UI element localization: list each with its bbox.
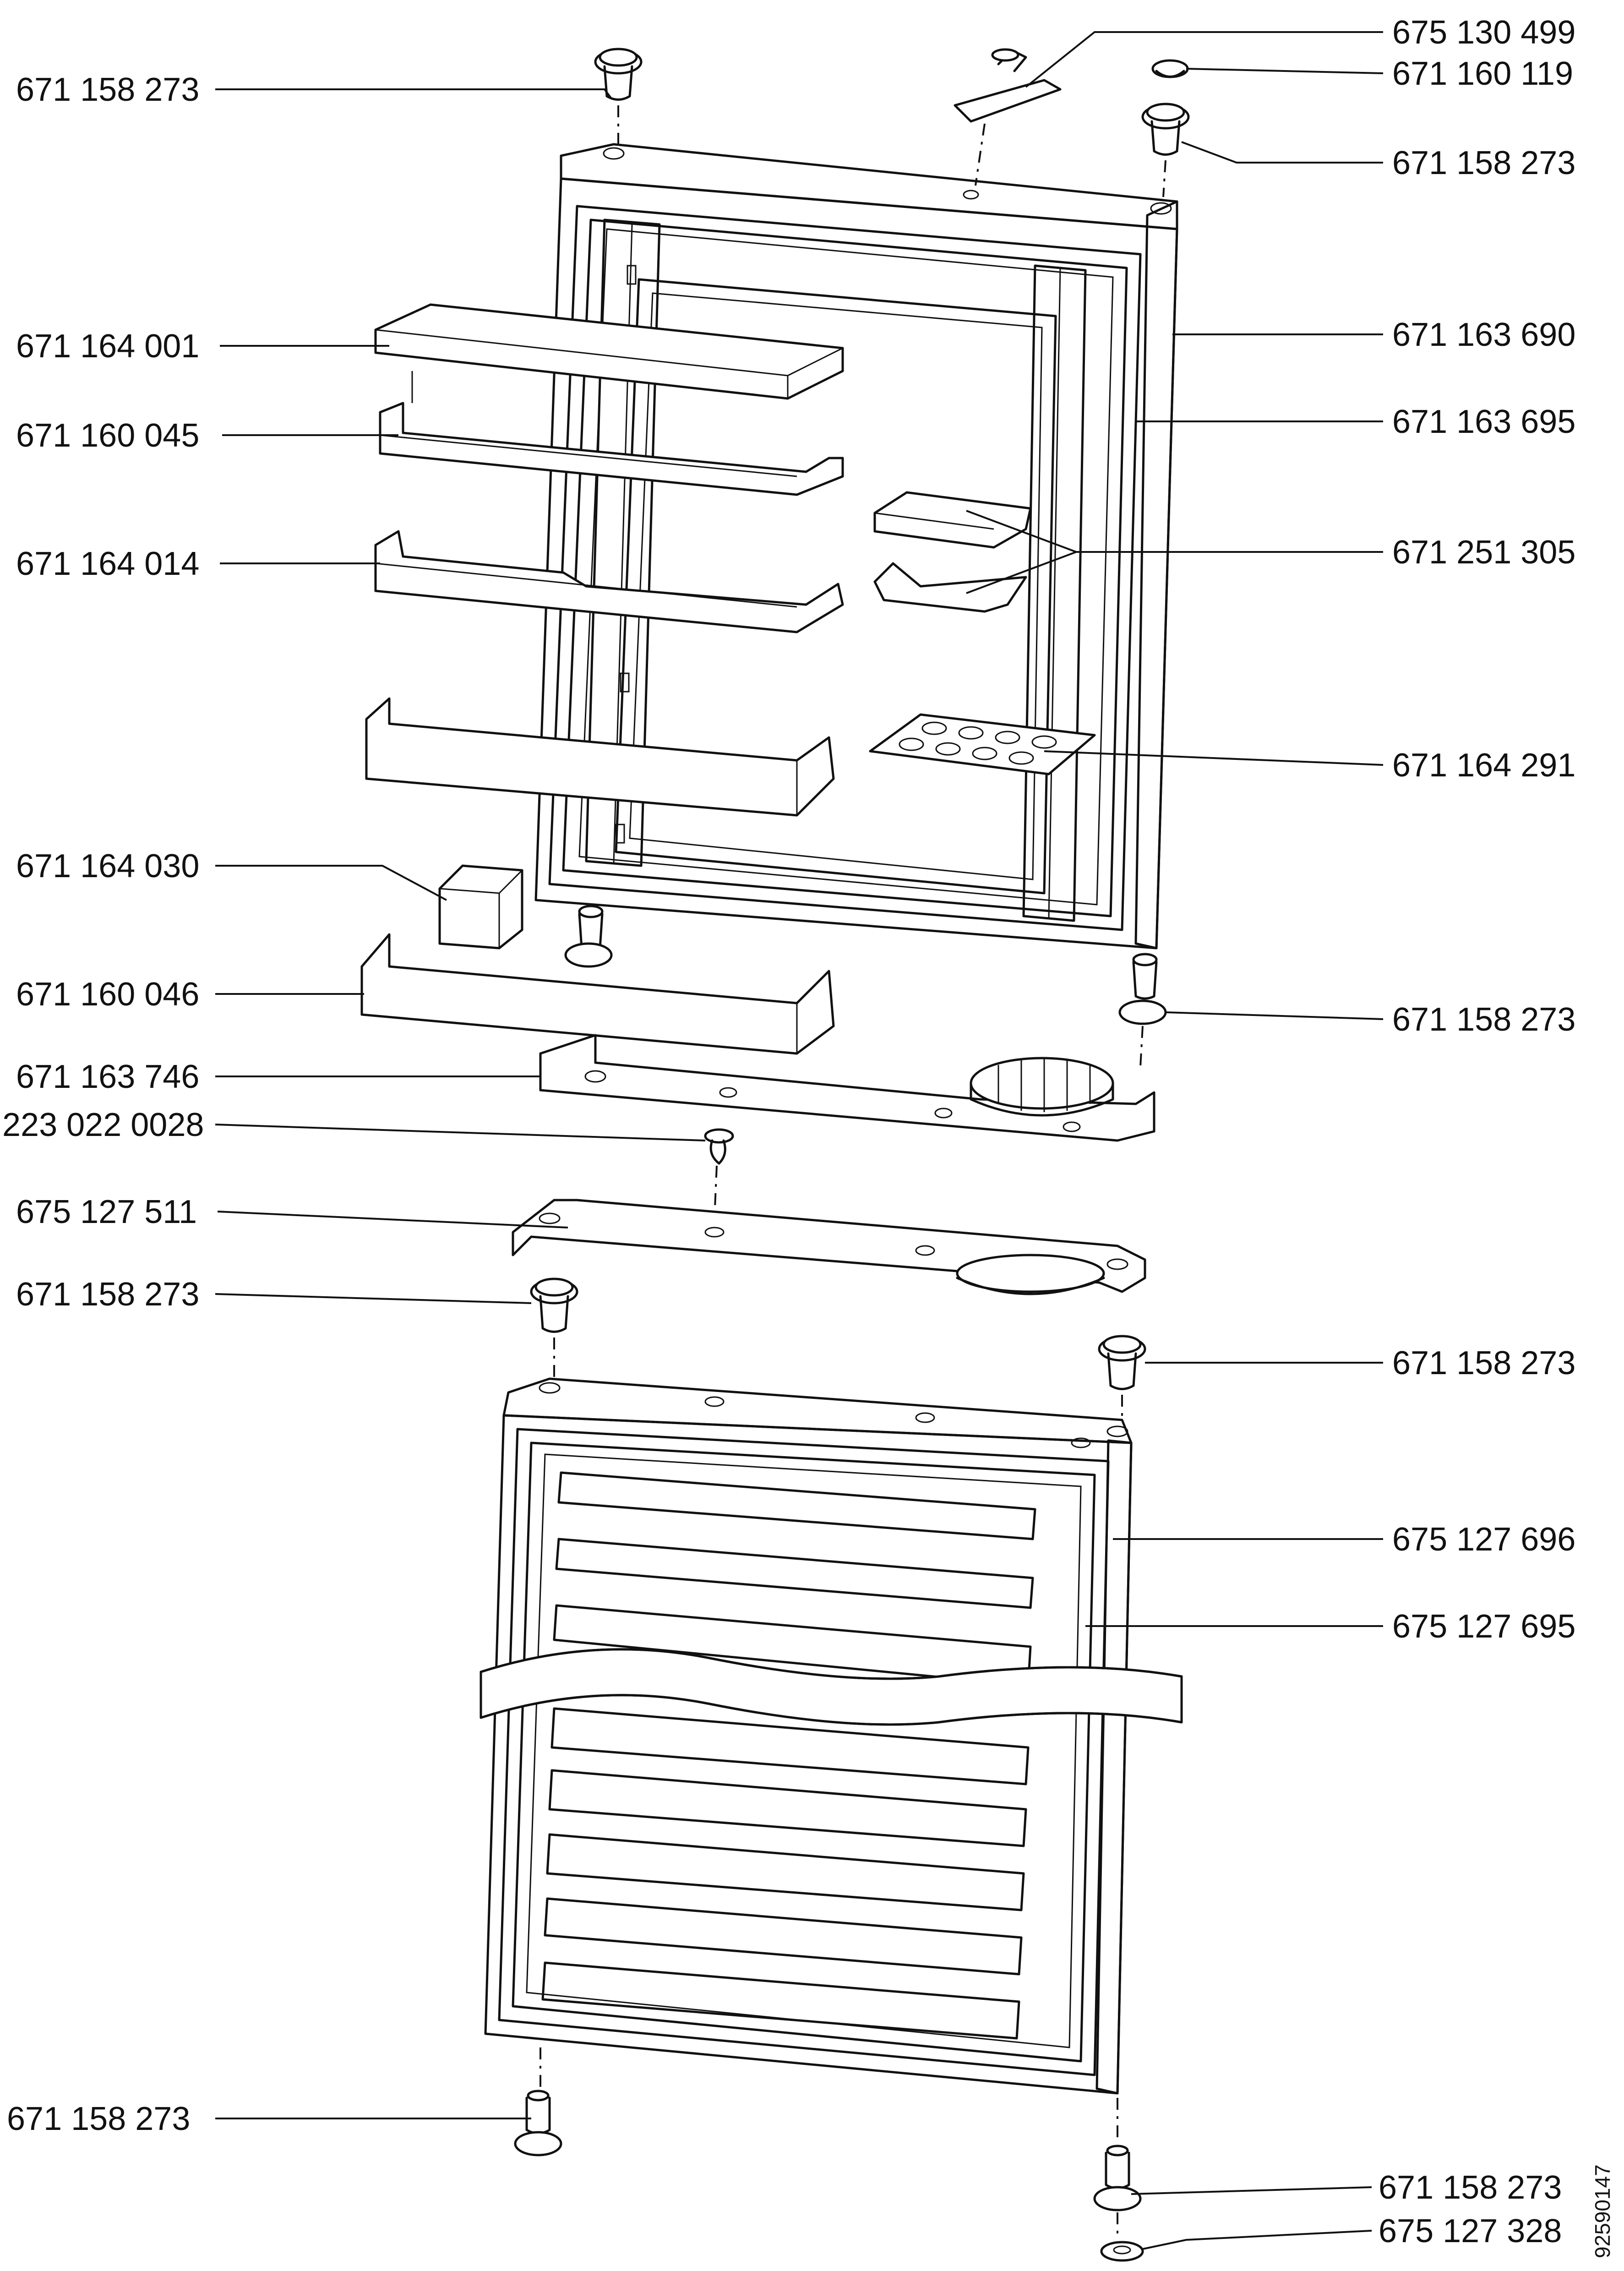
part-label: 675 127 328 <box>1379 2213 1562 2249</box>
butter-dish <box>873 562 1027 613</box>
shelf-bottom <box>360 933 835 1055</box>
part-label: 675 127 696 <box>1392 1521 1575 1558</box>
butter-lid <box>873 491 1032 549</box>
hinge-pin-top-left <box>594 48 643 101</box>
washer-bottom <box>1100 2241 1144 2262</box>
freezer-door-gasket <box>498 1428 1110 2076</box>
hinge-pin-lower-left <box>530 1277 578 1333</box>
part-label: 671 160 046 <box>16 976 199 1013</box>
freezer-door-ribs <box>541 1471 1036 2040</box>
screw <box>704 1128 734 1165</box>
part-label: 675 130 499 <box>1392 14 1575 51</box>
part-label: 671 251 305 <box>1392 534 1575 571</box>
part-labels: 671 158 273 675 130 499 671 160 119 671 … <box>2 14 1614 2258</box>
part-label: 671 164 030 <box>16 848 199 884</box>
part-label: 671 163 690 <box>1392 317 1575 353</box>
hinge-bracket-top <box>954 48 1062 123</box>
shelf-large <box>365 697 835 817</box>
center-plate-upper <box>539 1034 1155 1142</box>
part-label: 671 158 273 <box>7 2101 190 2137</box>
drawing-code: 92590147 <box>1591 2164 1614 2258</box>
part-label: 675 127 511 <box>16 1194 197 1230</box>
part-label: 671 158 273 <box>1379 2169 1562 2206</box>
break-line <box>480 1648 1183 1726</box>
part-label: 671 164 014 <box>16 546 199 582</box>
small-box <box>438 864 523 950</box>
part-label: 671 158 273 <box>1392 145 1575 181</box>
part-label: 675 127 695 <box>1392 1608 1575 1645</box>
shelf-lid <box>374 303 844 400</box>
fridge-door-gasket <box>548 205 1142 931</box>
part-label: 671 160 045 <box>16 417 199 454</box>
part-label: 671 164 291 <box>1392 747 1575 784</box>
shelf-bottle-upper <box>379 371 844 496</box>
part-label: 671 158 273 <box>1392 1345 1575 1381</box>
egg-tray <box>869 713 1096 775</box>
cap-top-right <box>1151 59 1189 78</box>
fridge-door-outer-panel <box>534 143 1178 950</box>
part-label: 671 163 695 <box>1392 404 1575 440</box>
part-label: 223 022 0028 <box>2 1107 204 1143</box>
leader-lines <box>215 31 1384 2250</box>
part-label: 671 160 119 <box>1392 55 1573 92</box>
hinge-pin-bottom-right <box>1093 2145 1142 2211</box>
hinge-pin-top-right <box>1141 103 1190 156</box>
freezer-door-outer-panel <box>484 1377 1133 2095</box>
part-label: 671 158 273 <box>1392 1001 1575 1038</box>
part-label: 671 158 273 <box>16 1276 199 1313</box>
part-label: 671 164 001 <box>16 328 199 365</box>
hinge-pin-bottom-left <box>514 2090 562 2156</box>
hinge-pin-mid-right <box>1118 953 1167 1025</box>
fridge-door-inner-liner <box>585 218 1087 922</box>
shelf-middle <box>374 530 844 633</box>
hinge-pin-lower-right <box>1098 1335 1146 1390</box>
hinge-pin-mid-left <box>564 905 613 968</box>
part-label: 671 163 746 <box>16 1059 199 1095</box>
part-label: 671 158 273 <box>16 71 199 108</box>
center-plate-lower <box>512 1199 1146 1295</box>
